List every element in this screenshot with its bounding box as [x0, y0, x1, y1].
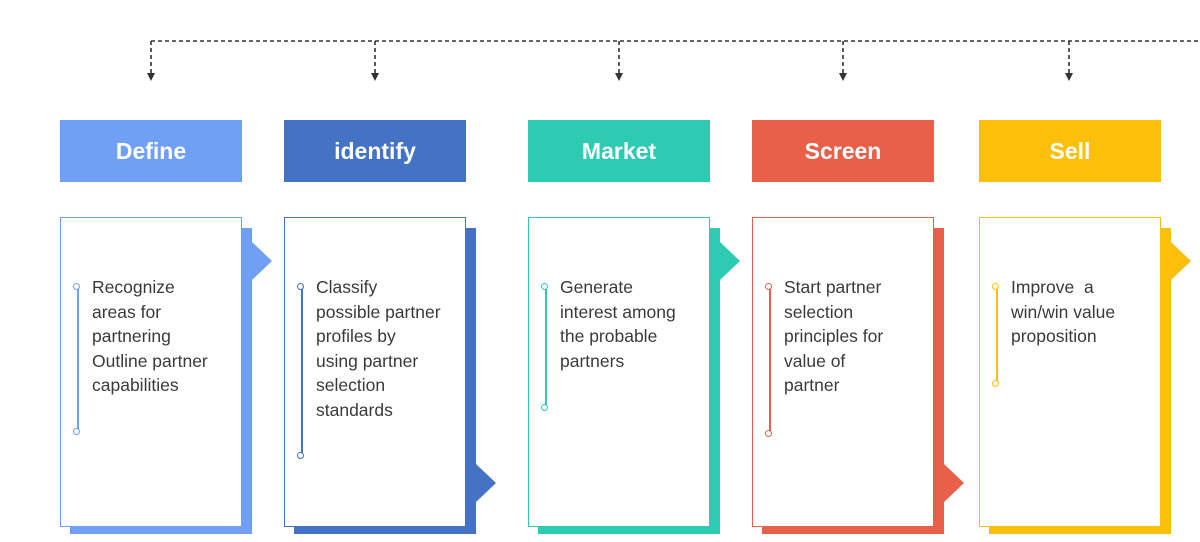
description-line: principles for: [784, 326, 884, 346]
arrow-right-icon: [720, 242, 740, 280]
description-line: Classify: [316, 277, 378, 297]
stage-description: Start partner selection principles for v…: [784, 275, 925, 398]
stage-title: Market: [581, 137, 657, 164]
timeline-dot-icon: [992, 380, 999, 387]
timeline-line: [996, 287, 998, 383]
stage-description: Recognize areas for partnering Outline p…: [92, 275, 233, 398]
description-line: partners: [560, 350, 625, 371]
description-line: proposition: [1011, 326, 1097, 346]
arrow-right-icon: [944, 464, 964, 502]
description-line: win/win value: [1011, 301, 1116, 322]
feedback-connector: [147, 40, 1200, 81]
description-line: value of: [784, 350, 846, 371]
description-line: partner: [784, 375, 840, 395]
stage-title: Define: [115, 137, 187, 164]
stage-title: identify: [334, 137, 416, 164]
arrow-down-icon: [147, 73, 155, 81]
stage-define: Define Recognize areas for partnering Ou…: [60, 0, 290, 542]
arrow-right-icon: [252, 242, 272, 280]
description-line: Outline partner: [92, 350, 208, 371]
stage-identify: identify Classify possible partner profi…: [284, 0, 514, 542]
timeline-dot-icon: [992, 283, 999, 290]
stage-header: Define: [60, 120, 242, 182]
stage-card: Classify possible partner profiles by us…: [284, 217, 466, 527]
timeline-line: [769, 287, 771, 433]
arrow-right-icon: [476, 464, 496, 502]
stage-title: Sell: [1049, 137, 1091, 164]
stage-header: Market: [528, 120, 710, 182]
timeline-dot-icon: [541, 283, 548, 290]
stage-card: Generate interest among the probable par…: [528, 217, 710, 527]
description-line: the probable: [560, 326, 658, 346]
arrow-down-icon: [371, 73, 379, 81]
timeline-line: [77, 287, 79, 431]
description-line: possible partner: [316, 301, 441, 322]
stage-screen: Screen Start partner selection principle…: [752, 0, 982, 542]
description-line: Improve a: [1011, 277, 1094, 297]
stage-card: Improve a win/win value proposition: [979, 217, 1161, 527]
stage-header: identify: [284, 120, 466, 182]
stage-sell: Sell Improve a win/win value proposition: [979, 0, 1200, 542]
timeline-dot-icon: [73, 283, 80, 290]
stage-header: Sell: [979, 120, 1161, 182]
timeline-dot-icon: [541, 404, 548, 411]
timeline-dot-icon: [73, 428, 80, 435]
arrow-down-icon: [615, 73, 623, 81]
stage-description: Classify possible partner profiles by us…: [316, 275, 457, 422]
description-line: interest among: [560, 301, 676, 322]
description-line: selection: [784, 301, 854, 322]
arrow-right-icon: [1171, 242, 1191, 280]
arrow-down-icon: [1065, 73, 1073, 81]
stage-card: Start partner selection principles for v…: [752, 217, 934, 527]
description-line: Recognize: [92, 277, 175, 297]
description-line: selection: [316, 375, 386, 395]
timeline-line: [545, 287, 547, 407]
stage-title: Screen: [804, 137, 882, 164]
stage-card: Recognize areas for partnering Outline p…: [60, 217, 242, 527]
description-line: areas for: [92, 301, 162, 322]
description-line: Start partner: [784, 277, 882, 297]
timeline-line: [301, 287, 303, 455]
arrow-down-icon: [839, 73, 847, 81]
stage-description: Improve a win/win value proposition: [1011, 275, 1152, 349]
stage-description: Generate interest among the probable par…: [560, 275, 701, 373]
timeline-dot-icon: [765, 283, 772, 290]
description-line: partnering: [92, 326, 171, 346]
timeline-dot-icon: [297, 283, 304, 290]
description-line: standards: [316, 399, 393, 420]
stage-header: Screen: [752, 120, 934, 182]
description-line: using partner: [316, 350, 419, 371]
description-line: Generate: [560, 277, 633, 297]
stage-market: Market Generate interest among the proba…: [528, 0, 758, 542]
description-line: capabilities: [92, 375, 179, 395]
timeline-dot-icon: [765, 430, 772, 437]
timeline-dot-icon: [297, 452, 304, 459]
description-line: profiles by: [316, 326, 396, 346]
